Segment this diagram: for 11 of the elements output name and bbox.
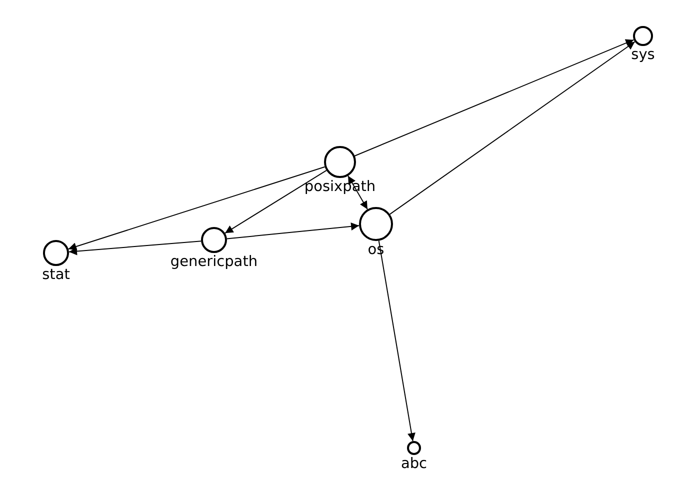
- arrow: [68, 166, 326, 250]
- node-label: stat: [42, 267, 70, 284]
- arrow: [68, 240, 202, 256]
- arrow: [378, 240, 416, 442]
- node-label: abc: [400, 456, 428, 473]
- arrow: [354, 39, 634, 156]
- arrow: [224, 170, 327, 234]
- arrow: [389, 41, 636, 215]
- node-label: sys: [631, 47, 655, 64]
- arrow: [226, 222, 360, 240]
- node-label: genericpath: [170, 254, 258, 271]
